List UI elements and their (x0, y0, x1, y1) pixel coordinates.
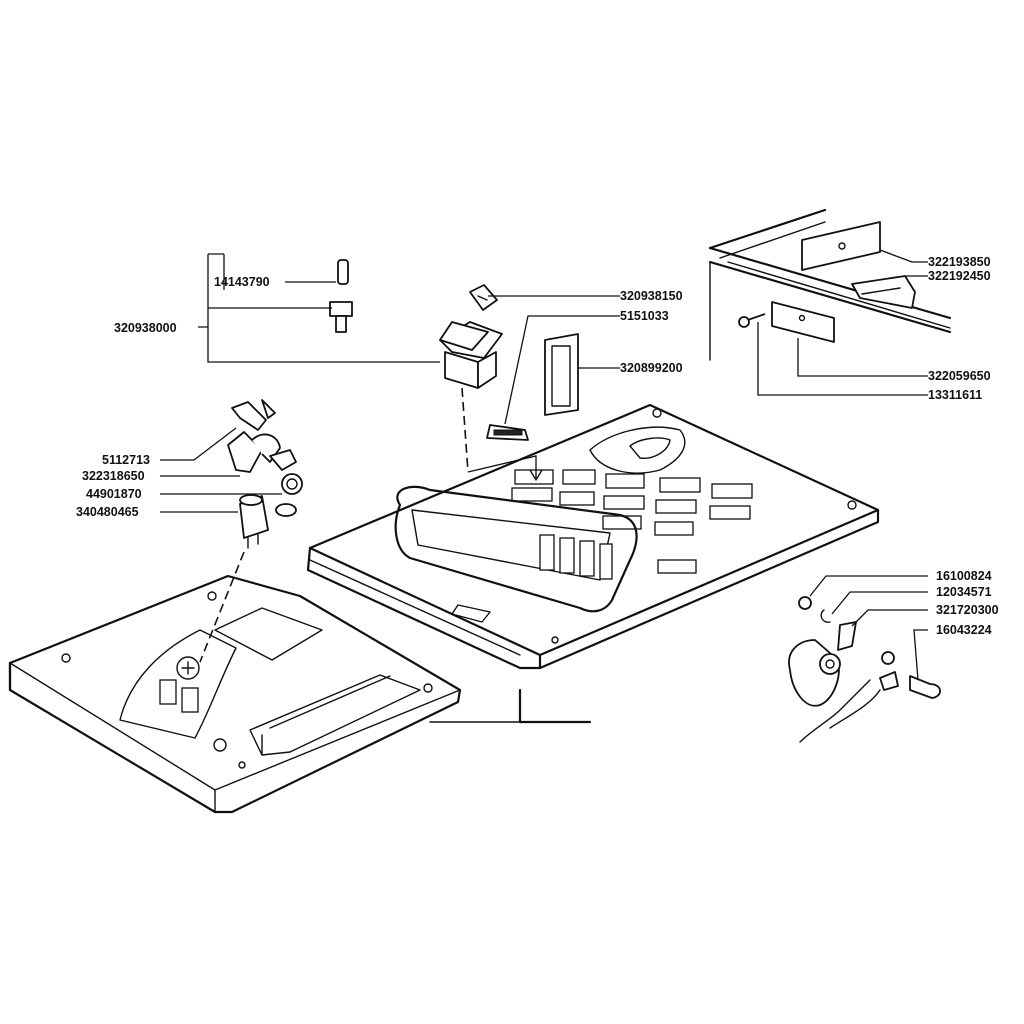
label-12034571: 12034571 (936, 585, 992, 599)
label-16100824: 16100824 (936, 569, 992, 583)
label-340480465: 340480465 (76, 505, 139, 519)
part-labels: 14143790 320938000 320938150 5151033 320… (76, 255, 999, 637)
dashboard-panel (306, 403, 880, 670)
label-44901870: 44901870 (86, 487, 142, 501)
label-322193850: 322193850 (928, 255, 991, 269)
corner-panel (708, 208, 952, 361)
label-320938150: 320938150 (620, 289, 683, 303)
label-321720300: 321720300 (936, 603, 999, 617)
label-322192450: 322192450 (928, 269, 991, 283)
label-16043224: 16043224 (936, 623, 992, 637)
label-5112713: 5112713 (102, 453, 150, 467)
label-320899200: 320899200 (620, 361, 683, 375)
ignition-assembly (199, 399, 303, 663)
rocker-switch-assembly (329, 259, 579, 481)
label-322318650: 322318650 (82, 469, 145, 483)
label-13311611: 13311611 (928, 388, 982, 402)
lower-console-base (8, 574, 592, 814)
label-322059650: 322059650 (928, 369, 991, 383)
label-320938000: 320938000 (114, 321, 177, 335)
label-5151033: 5151033 (620, 309, 669, 323)
horn-assembly (788, 596, 941, 743)
label-14143790: 14143790 (214, 275, 270, 289)
leader-lines (160, 249, 928, 681)
